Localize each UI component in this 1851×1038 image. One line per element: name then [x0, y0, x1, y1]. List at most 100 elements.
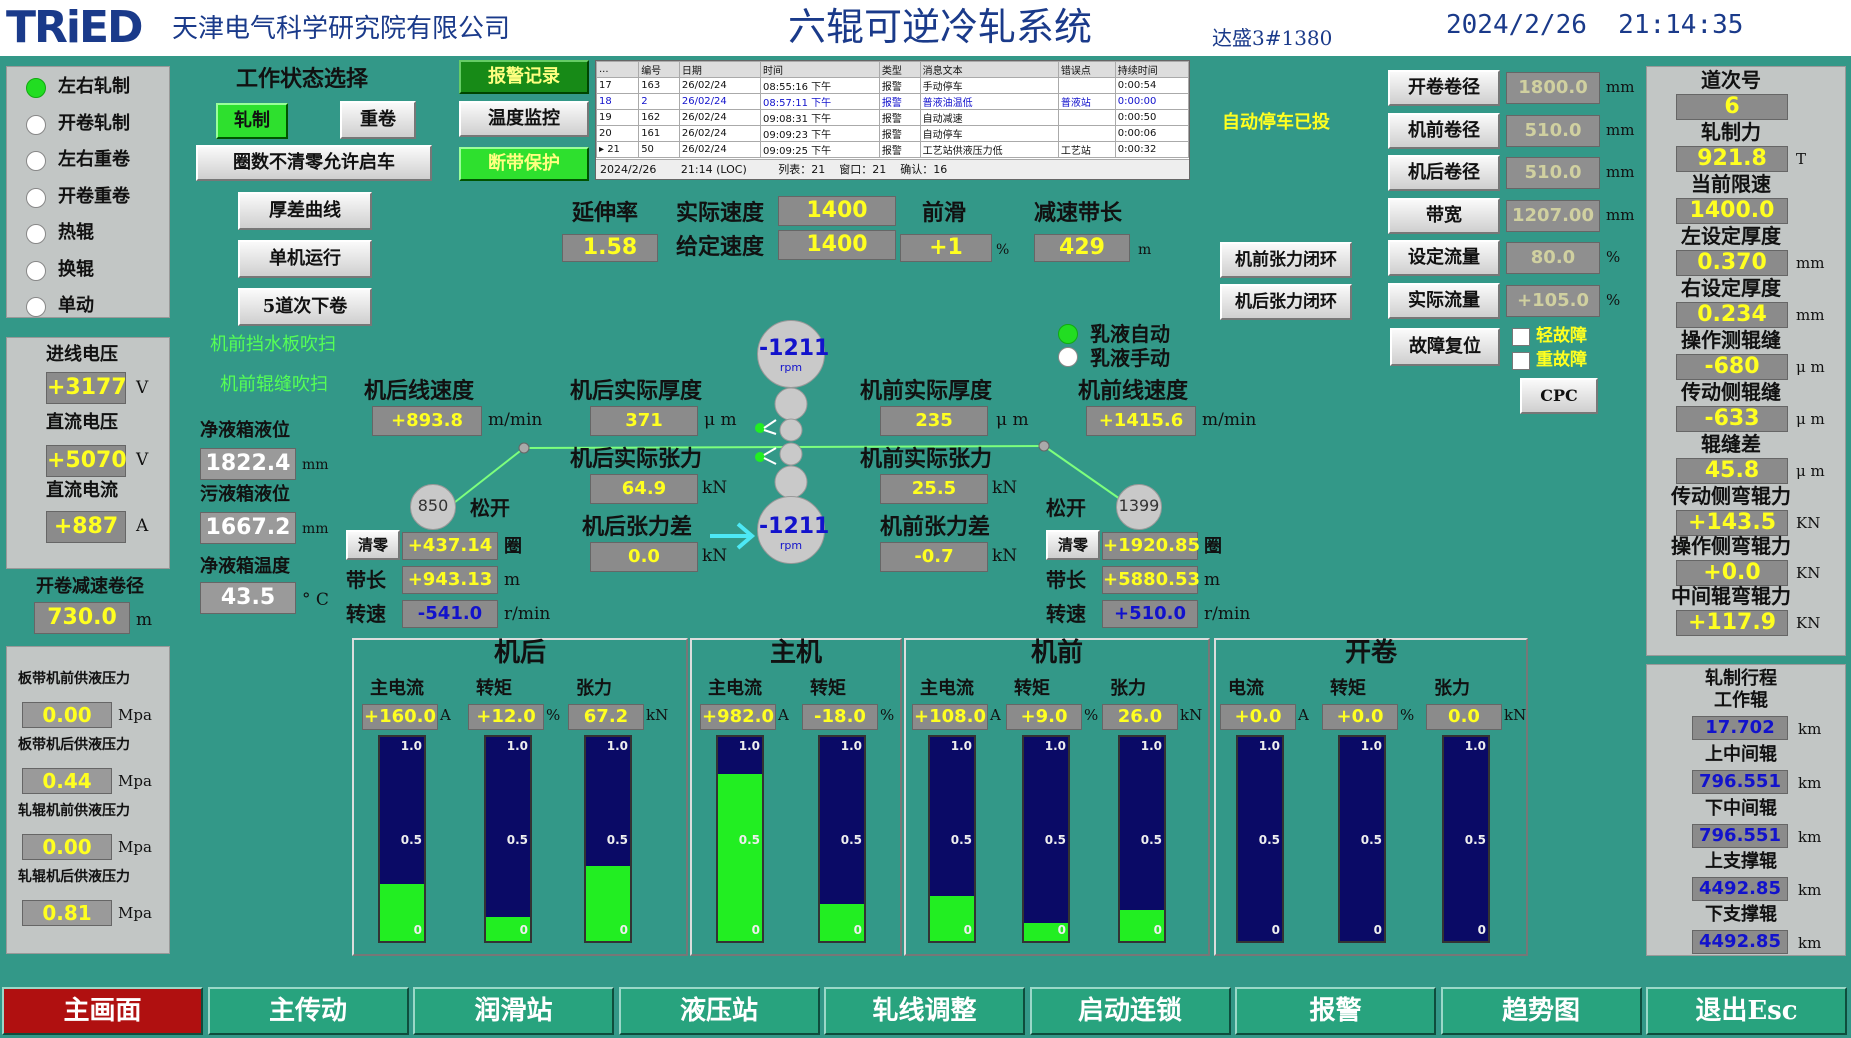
param-button[interactable]: 机前卷径 [1388, 112, 1500, 149]
emulsion-auto-radio[interactable] [1058, 324, 1078, 344]
gauge-label: 转矩 [476, 678, 512, 699]
far-right-label: 操作测辊缝 [1681, 328, 1781, 352]
strip-front-tail [1043, 445, 1131, 507]
break-protect-button[interactable]: 断带保护 [459, 147, 589, 181]
temp-monitor-button[interactable]: 温度监控 [459, 101, 589, 137]
rear-coil-clear-button[interactable]: 清零 [346, 530, 400, 560]
gauge-tick-label: 1.0 [606, 739, 628, 753]
mode-radio[interactable] [26, 114, 46, 135]
gauge-label: 电流 [1228, 678, 1264, 699]
mode-label: 开卷重卷 [58, 185, 130, 207]
emulsion-manual-radio[interactable] [1058, 347, 1078, 367]
mode-radio[interactable] [26, 224, 46, 244]
gauge-label: 张力 [1434, 678, 1470, 699]
front-guide-roll [1038, 440, 1050, 452]
pressure-label: 轧辊机前供液压力 [18, 803, 130, 819]
param-button[interactable]: 开卷卷径 [1388, 70, 1500, 106]
param-button[interactable]: 机后卷径 [1388, 155, 1500, 191]
far-right-label: 传动侧辊缝 [1681, 380, 1781, 404]
rear-coil-turns-value: +437.14 [402, 532, 498, 560]
rear-coil-length-value: +943.13 [402, 566, 498, 594]
uncoil-decel-value: 730.0 [34, 602, 130, 634]
allow-start-button[interactable]: 圈数不清零允许启车 [196, 145, 432, 181]
far-right-unit: μ m [1796, 410, 1825, 428]
travel-item-label: 工作辊 [1714, 690, 1768, 711]
gauge-unit: % [880, 706, 895, 724]
mode-radio[interactable] [26, 297, 46, 317]
pressure-value: 0.44 [22, 768, 112, 794]
gauge-label: 转矩 [1014, 678, 1050, 699]
work-state-title: 工作状态选择 [236, 66, 369, 92]
nav-button[interactable]: 启动连锁 [1029, 987, 1231, 1035]
thickness-curve-button[interactable]: 厚差曲线 [238, 192, 372, 230]
nav-button[interactable]: 主画面 [2, 987, 203, 1035]
front-tension-loop-button[interactable]: 机前张力闭环 [1220, 242, 1352, 278]
gauge-value: +0.0 [1322, 704, 1398, 730]
pressure-label: 板带机前供液压力 [18, 671, 130, 687]
param-unit: mm [1606, 120, 1635, 139]
strip-rear-tail [449, 447, 525, 507]
mode-radio[interactable] [26, 78, 46, 98]
gauge-tick-label: 1.0 [840, 739, 862, 753]
nav-button[interactable]: 主传动 [207, 987, 409, 1035]
front-line-speed-unit: m/min [1202, 410, 1257, 430]
given-speed-label: 给定速度 [676, 234, 765, 260]
mode-radio[interactable] [26, 187, 46, 208]
param-button[interactable]: 实际流量 [1388, 282, 1500, 319]
gauge-label: 张力 [576, 678, 612, 699]
cpc-button[interactable]: CPC [1520, 378, 1598, 414]
elongation-value: 1.58 [562, 234, 658, 262]
gauge-tick-label: 0 [1373, 923, 1382, 937]
fault-reset-button[interactable]: 故障复位 [1390, 328, 1500, 366]
front-tension-unit: kN [992, 478, 1018, 498]
rear-tension-loop-button[interactable]: 机后张力闭环 [1220, 284, 1352, 320]
far-right-unit: KN [1796, 514, 1821, 532]
mode-radio[interactable] [26, 260, 46, 281]
param-button[interactable]: 设定流量 [1388, 240, 1500, 276]
front-coil-clear-button[interactable]: 清零 [1046, 530, 1100, 560]
gauge-fill [380, 883, 424, 941]
logo: TRiED [6, 2, 144, 53]
alarm-table-footer: 2024/2/26 21:14 (LOC) 列表：21 窗口：21 确认：16 [596, 159, 1189, 179]
rewind-mode-button[interactable]: 重卷 [340, 101, 416, 139]
far-right-unit: μ m [1796, 358, 1825, 376]
front-roll-blow-label: 机前辊缝吹扫 [220, 374, 328, 395]
rear-tension-diff-unit: kN [702, 546, 728, 566]
gauge-tick-label: 0.5 [1258, 833, 1280, 847]
gauge-value: 67.2 [568, 704, 644, 730]
rear-tension-diff-label: 机后张力差 [582, 514, 693, 540]
far-right-value: -680 [1676, 354, 1788, 380]
roll-mode-button[interactable]: 轧制 [216, 103, 288, 139]
mode-label: 左右轧制 [58, 76, 130, 97]
alarm-record-button[interactable]: 报警记录 [459, 60, 589, 94]
nav-button[interactable]: 液压站 [618, 987, 820, 1035]
travel-label: 轧制行程 [1705, 668, 1777, 689]
param-button[interactable]: 带宽 [1388, 197, 1500, 234]
gauge-fill [930, 896, 974, 941]
far-right-unit: KN [1796, 564, 1821, 582]
single-run-button[interactable]: 单机运行 [238, 240, 372, 278]
clean-level-value: 1822.4 [200, 448, 296, 480]
dc-current-unit: A [136, 516, 149, 536]
pressure-unit: Mpa [118, 706, 152, 724]
nav-button[interactable]: 轧线调整 [824, 987, 1025, 1035]
mode-radio[interactable] [26, 151, 46, 171]
emulsion-spray-icon [755, 419, 777, 465]
actual-speed-value: 1400 [778, 196, 896, 226]
five-pass-button[interactable]: 5道次下卷 [238, 288, 372, 326]
pressure-unit: Mpa [118, 772, 152, 790]
nav-button[interactable]: 退出Esc [1646, 987, 1847, 1035]
pressure-value: 0.00 [22, 834, 112, 860]
gauge-fill [718, 773, 762, 941]
nav-button[interactable]: 趋势图 [1440, 987, 1642, 1035]
dc-voltage-unit: V [136, 450, 149, 470]
nav-button[interactable]: 报警 [1235, 987, 1436, 1035]
nav-button[interactable]: 润滑站 [413, 987, 614, 1035]
